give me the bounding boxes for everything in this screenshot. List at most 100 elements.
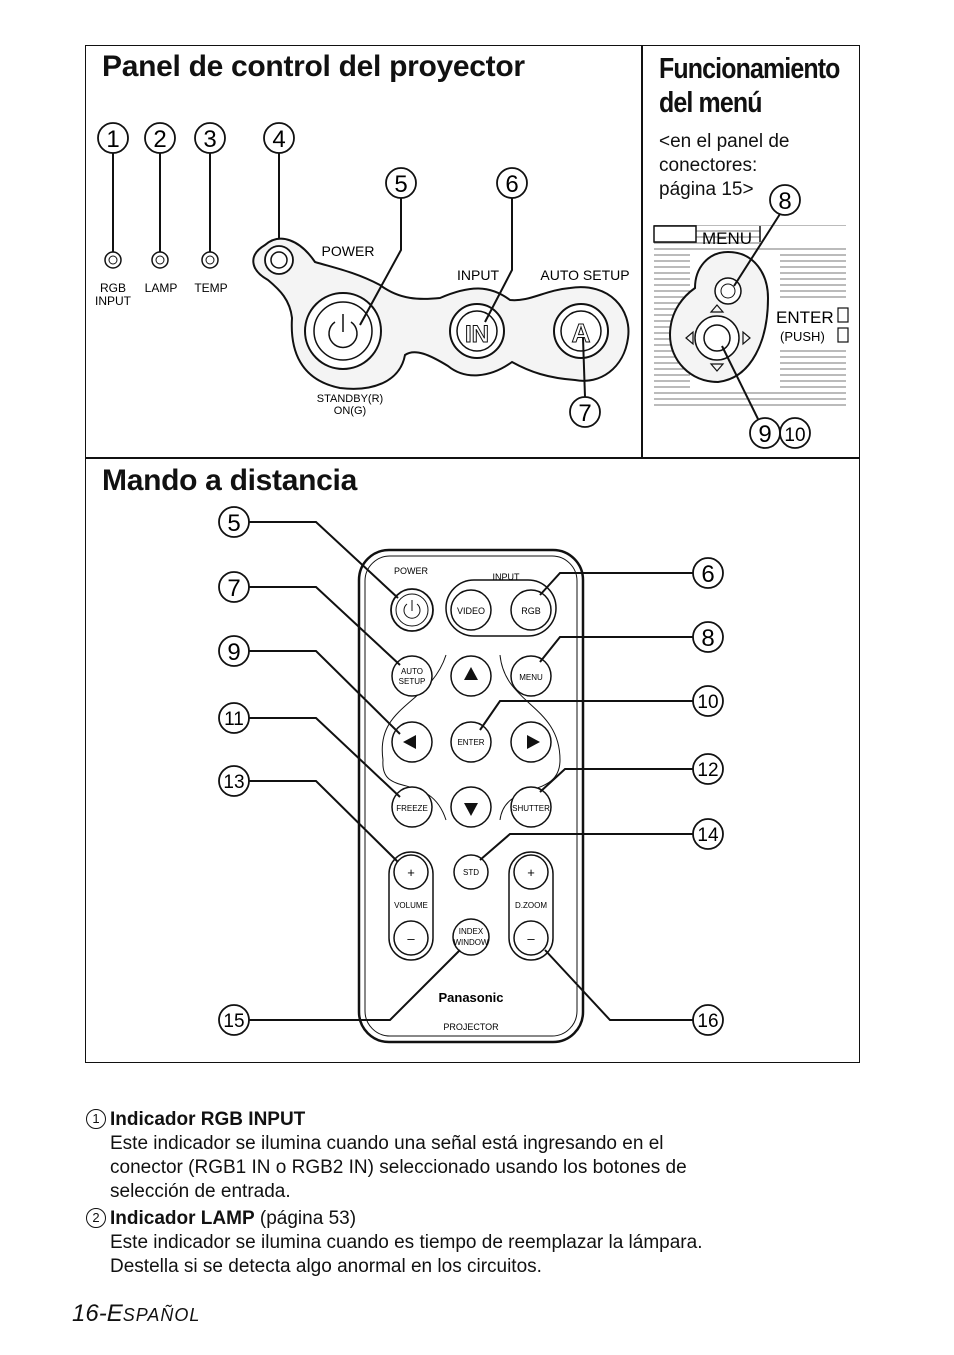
svg-text:IN: IN (465, 321, 489, 348)
desc-1-number: 1 (86, 1109, 106, 1129)
panel-enter-button[interactable] (685, 304, 751, 372)
svg-text:10: 10 (697, 692, 718, 713)
remote-callout-14: 14 (692, 818, 724, 850)
remote-input-label: INPUT (493, 572, 521, 582)
panel-callout-1: 1 (97, 122, 129, 154)
remote-power-label: POWER (394, 566, 429, 576)
desc-1-line3: selección de entrada. (110, 1181, 291, 1202)
indicator-4-button[interactable] (264, 245, 294, 275)
remote-enter-button[interactable]: ENTER (450, 721, 492, 763)
standby-label-line2: ON(G) (334, 405, 366, 417)
svg-text:INDEX: INDEX (459, 927, 484, 936)
remote-right-button[interactable] (510, 721, 552, 763)
remote-callout-11: 11 (218, 702, 250, 734)
svg-text:9: 9 (758, 421, 771, 448)
remote-shutter-button[interactable]: SHUTTER (510, 786, 552, 828)
page-footer: 16-ESPAÑOL (72, 1300, 200, 1328)
remote-volume-minus-button[interactable]: – (393, 920, 429, 956)
svg-text:–: – (407, 931, 415, 946)
temp-label: TEMP (194, 281, 227, 295)
svg-text:SETUP: SETUP (399, 677, 426, 686)
desc-1-title: Indicador RGB INPUT (110, 1109, 306, 1130)
remote-callout-13: 13 (218, 765, 250, 797)
svg-text:5: 5 (394, 171, 407, 198)
remote-callout-15: 15 (218, 1004, 250, 1036)
panel-power-button[interactable] (304, 292, 382, 370)
footer-lang-initial: E (106, 1300, 123, 1327)
down-arrow-icon (709, 363, 725, 372)
remote-left-button[interactable] (391, 721, 433, 763)
indicator-leader-lines (112, 153, 280, 252)
panel-input-button[interactable]: IN (449, 303, 505, 359)
panel-callout-7: 7 (569, 396, 601, 428)
panel-leader-lines (359, 198, 586, 398)
volume-label: VOLUME (394, 901, 428, 910)
standby-label-line1: STANDBY(R) (317, 393, 383, 405)
svg-text:16: 16 (697, 1011, 718, 1032)
svg-text:14: 14 (697, 825, 719, 846)
remote-callout-9: 9 (218, 635, 250, 667)
menu-note-line3: página 15> (659, 179, 754, 200)
power-label: POWER (322, 243, 375, 259)
svg-text:2: 2 (153, 126, 166, 153)
remote-callout-5: 5 (218, 506, 250, 538)
remote-dzoom-plus-button[interactable]: + (513, 854, 549, 890)
remote-volume-plus-button[interactable]: + (393, 854, 429, 890)
menu-title-line2: del menú (659, 87, 762, 119)
remote-freeze-button[interactable]: FREEZE (391, 786, 433, 828)
svg-text:WINDOW: WINDOW (453, 938, 489, 947)
remote-callout-16: 16 (692, 1004, 724, 1036)
menu-callout-10: 10 (779, 417, 811, 449)
input-label: INPUT (457, 267, 499, 283)
svg-text:AUTO: AUTO (401, 667, 423, 676)
svg-text:15: 15 (223, 1011, 244, 1032)
down-triangle-icon (464, 803, 478, 816)
panel-callout-3: 3 (194, 122, 226, 154)
rgb-input-indicator (104, 251, 122, 269)
remote-inner-edge (364, 555, 578, 1037)
power-icon (403, 603, 421, 619)
remote-rgb-button[interactable]: RGB (510, 589, 552, 631)
temp-indicator (201, 251, 219, 269)
svg-text:+: + (407, 865, 415, 880)
svg-text:12: 12 (697, 760, 718, 781)
remote-dzoom-minus-button[interactable]: – (513, 920, 549, 956)
svg-text:10: 10 (784, 425, 805, 446)
svg-text:4: 4 (272, 126, 285, 153)
menu-callout-8: 8 (769, 184, 801, 216)
desc-1-line1: Este indicador se ilumina cuando una señ… (110, 1133, 664, 1154)
svg-text:–: – (527, 931, 535, 946)
svg-text:11: 11 (224, 709, 244, 730)
dzoom-group (508, 851, 554, 961)
panel-callout-4: 4 (263, 122, 295, 154)
remote-video-button[interactable]: VIDEO (450, 589, 492, 631)
svg-text:FREEZE: FREEZE (396, 804, 428, 813)
diagram-svg: 1 2 3 4 RGB INPUT LAMP TEMP POWER INPUT (95, 122, 849, 1044)
svg-text:3: 3 (203, 126, 216, 153)
panel-callout-5: 5 (385, 167, 417, 199)
svg-text:A: A (572, 318, 591, 348)
diagram-frame (85, 45, 860, 1063)
panel-auto-setup-button[interactable]: A (553, 303, 609, 359)
volume-group (388, 851, 434, 961)
brand-logo: Panasonic (438, 990, 503, 1005)
remote-index-window-button[interactable]: INDEX WINDOW (452, 918, 490, 956)
up-triangle-icon (464, 667, 478, 680)
svg-text:RGB: RGB (521, 606, 541, 616)
input-group (445, 579, 557, 637)
remote-down-button[interactable] (450, 786, 492, 828)
remote-power-button[interactable] (390, 588, 434, 632)
lamp-indicator (151, 251, 169, 269)
model-label: PROJECTOR (443, 1022, 499, 1032)
panel-callout-2: 2 (144, 122, 176, 154)
remote-up-button[interactable] (450, 655, 492, 697)
remote-auto-setup-button[interactable]: AUTO SETUP (391, 655, 433, 697)
remote-std-button[interactable]: STD (453, 854, 489, 890)
svg-text:9: 9 (227, 639, 240, 666)
desc-2-title: Indicador LAMP (110, 1208, 255, 1229)
remote-callout-8: 8 (692, 621, 724, 653)
remote-menu-button[interactable]: MENU (510, 655, 552, 697)
auto-setup-label: AUTO SETUP (540, 267, 629, 283)
